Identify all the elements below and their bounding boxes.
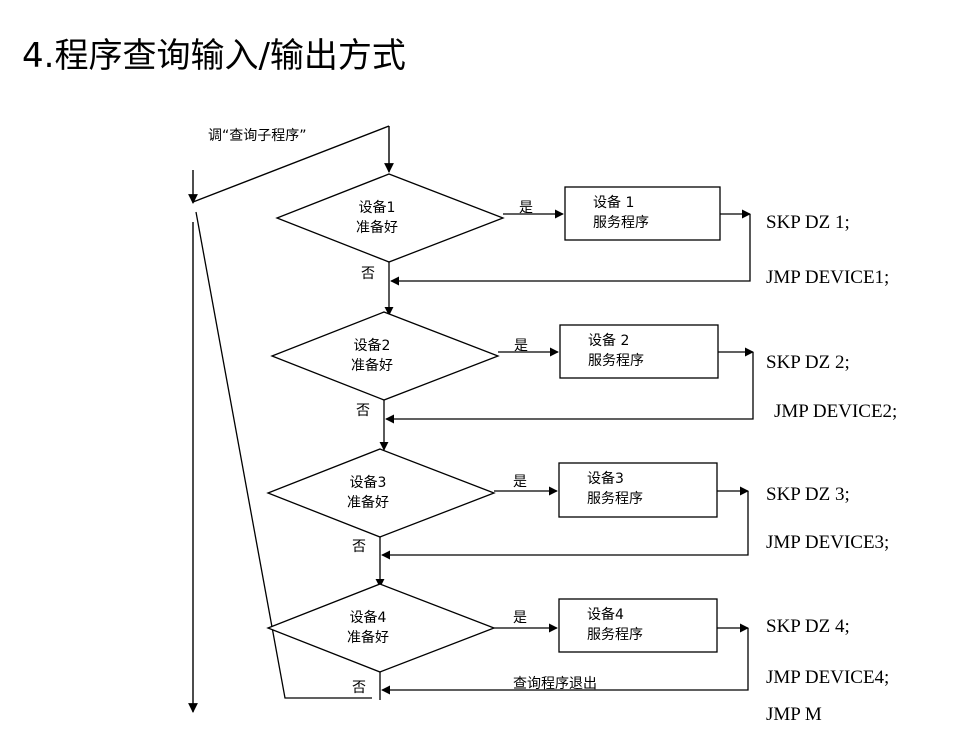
condition-line2-1: 准备好 bbox=[356, 219, 398, 236]
service-line2-4: 服务程序 bbox=[587, 627, 643, 643]
jmp-code-3: JMP DEVICE3; bbox=[766, 532, 889, 553]
return-loop-3 bbox=[381, 491, 749, 560]
page-title: 4.程序查询输入/输出方式 bbox=[22, 36, 406, 76]
jmp-code-2: JMP DEVICE2; bbox=[774, 401, 897, 422]
skp-code-3: SKP DZ 3; bbox=[766, 484, 850, 505]
condition-line1-4: 设备4 bbox=[350, 609, 387, 626]
yes-label-1: 是 bbox=[519, 200, 533, 216]
no-label-1: 否 bbox=[361, 266, 375, 282]
no-label-2: 否 bbox=[356, 403, 370, 419]
service-line1-3: 设备3 bbox=[587, 470, 624, 487]
condition-line2-2: 准备好 bbox=[351, 357, 393, 374]
final-code: JMP M bbox=[766, 704, 822, 725]
condition-line1-3: 设备3 bbox=[350, 474, 387, 491]
entry-line-diagonal bbox=[192, 125, 390, 203]
decision-diamond-1 bbox=[275, 173, 505, 263]
service-line1-4: 设备4 bbox=[587, 606, 624, 623]
service-box-4 bbox=[558, 598, 718, 653]
device-group-3: 设备3 准备好 是 设备3 服务程序 SKP DZ 3; JMP DEVICE3; 否 bbox=[266, 448, 889, 588]
service-box-2 bbox=[559, 324, 719, 379]
service-line1-1: 设备 1 bbox=[593, 194, 634, 211]
jmp-code-4: JMP DEVICE4; bbox=[766, 667, 889, 688]
service-line2-3: 服务程序 bbox=[587, 491, 643, 507]
jmp-code-1: JMP DEVICE1; bbox=[766, 267, 889, 288]
no-label-3: 否 bbox=[352, 539, 366, 555]
condition-line1-1: 设备1 bbox=[359, 199, 396, 216]
device-group-2: 设备2 准备好 是 设备 2 服务程序 SKP DZ 2; JMP DEVICE2; 否 bbox=[270, 311, 897, 451]
no-label-4: 否 bbox=[352, 680, 366, 696]
exit-label: 查询程序退出 bbox=[513, 676, 597, 692]
service-box-1 bbox=[564, 186, 721, 241]
condition-line1-2: 设备2 bbox=[354, 337, 391, 354]
decision-diamond-2 bbox=[270, 311, 500, 401]
service-box-3 bbox=[558, 462, 718, 518]
yes-label-2: 是 bbox=[514, 338, 528, 354]
yes-label-4: 是 bbox=[513, 610, 527, 626]
return-loop-2 bbox=[385, 352, 754, 424]
decision-diamond-4 bbox=[266, 583, 496, 673]
skp-code-1: SKP DZ 1; bbox=[766, 212, 850, 233]
skp-code-4: SKP DZ 4; bbox=[766, 616, 850, 637]
service-line2-2: 服务程序 bbox=[588, 353, 644, 369]
return-diagonal-line bbox=[195, 211, 372, 699]
skp-code-2: SKP DZ 2; bbox=[766, 352, 850, 373]
condition-line2-4: 准备好 bbox=[347, 629, 389, 646]
condition-line2-3: 准备好 bbox=[347, 494, 389, 511]
return-loop-4 bbox=[381, 628, 749, 695]
service-line1-2: 设备 2 bbox=[588, 332, 629, 349]
device-group-4: 设备4 准备好 是 设备4 服务程序 SKP DZ 4; JMP DEVICE4; 否 bbox=[266, 583, 889, 700]
device-group-1: 设备1 准备好 是 设备 1 服务程序 SKP DZ 1; JMP DEVICE1; 否 bbox=[275, 173, 889, 316]
decision-diamond-3 bbox=[266, 448, 496, 538]
service-line2-1: 服务程序 bbox=[593, 215, 649, 231]
yes-label-3: 是 bbox=[513, 474, 527, 490]
return-loop-1 bbox=[390, 214, 751, 286]
call-label: 调“查询子程序” bbox=[208, 128, 307, 144]
